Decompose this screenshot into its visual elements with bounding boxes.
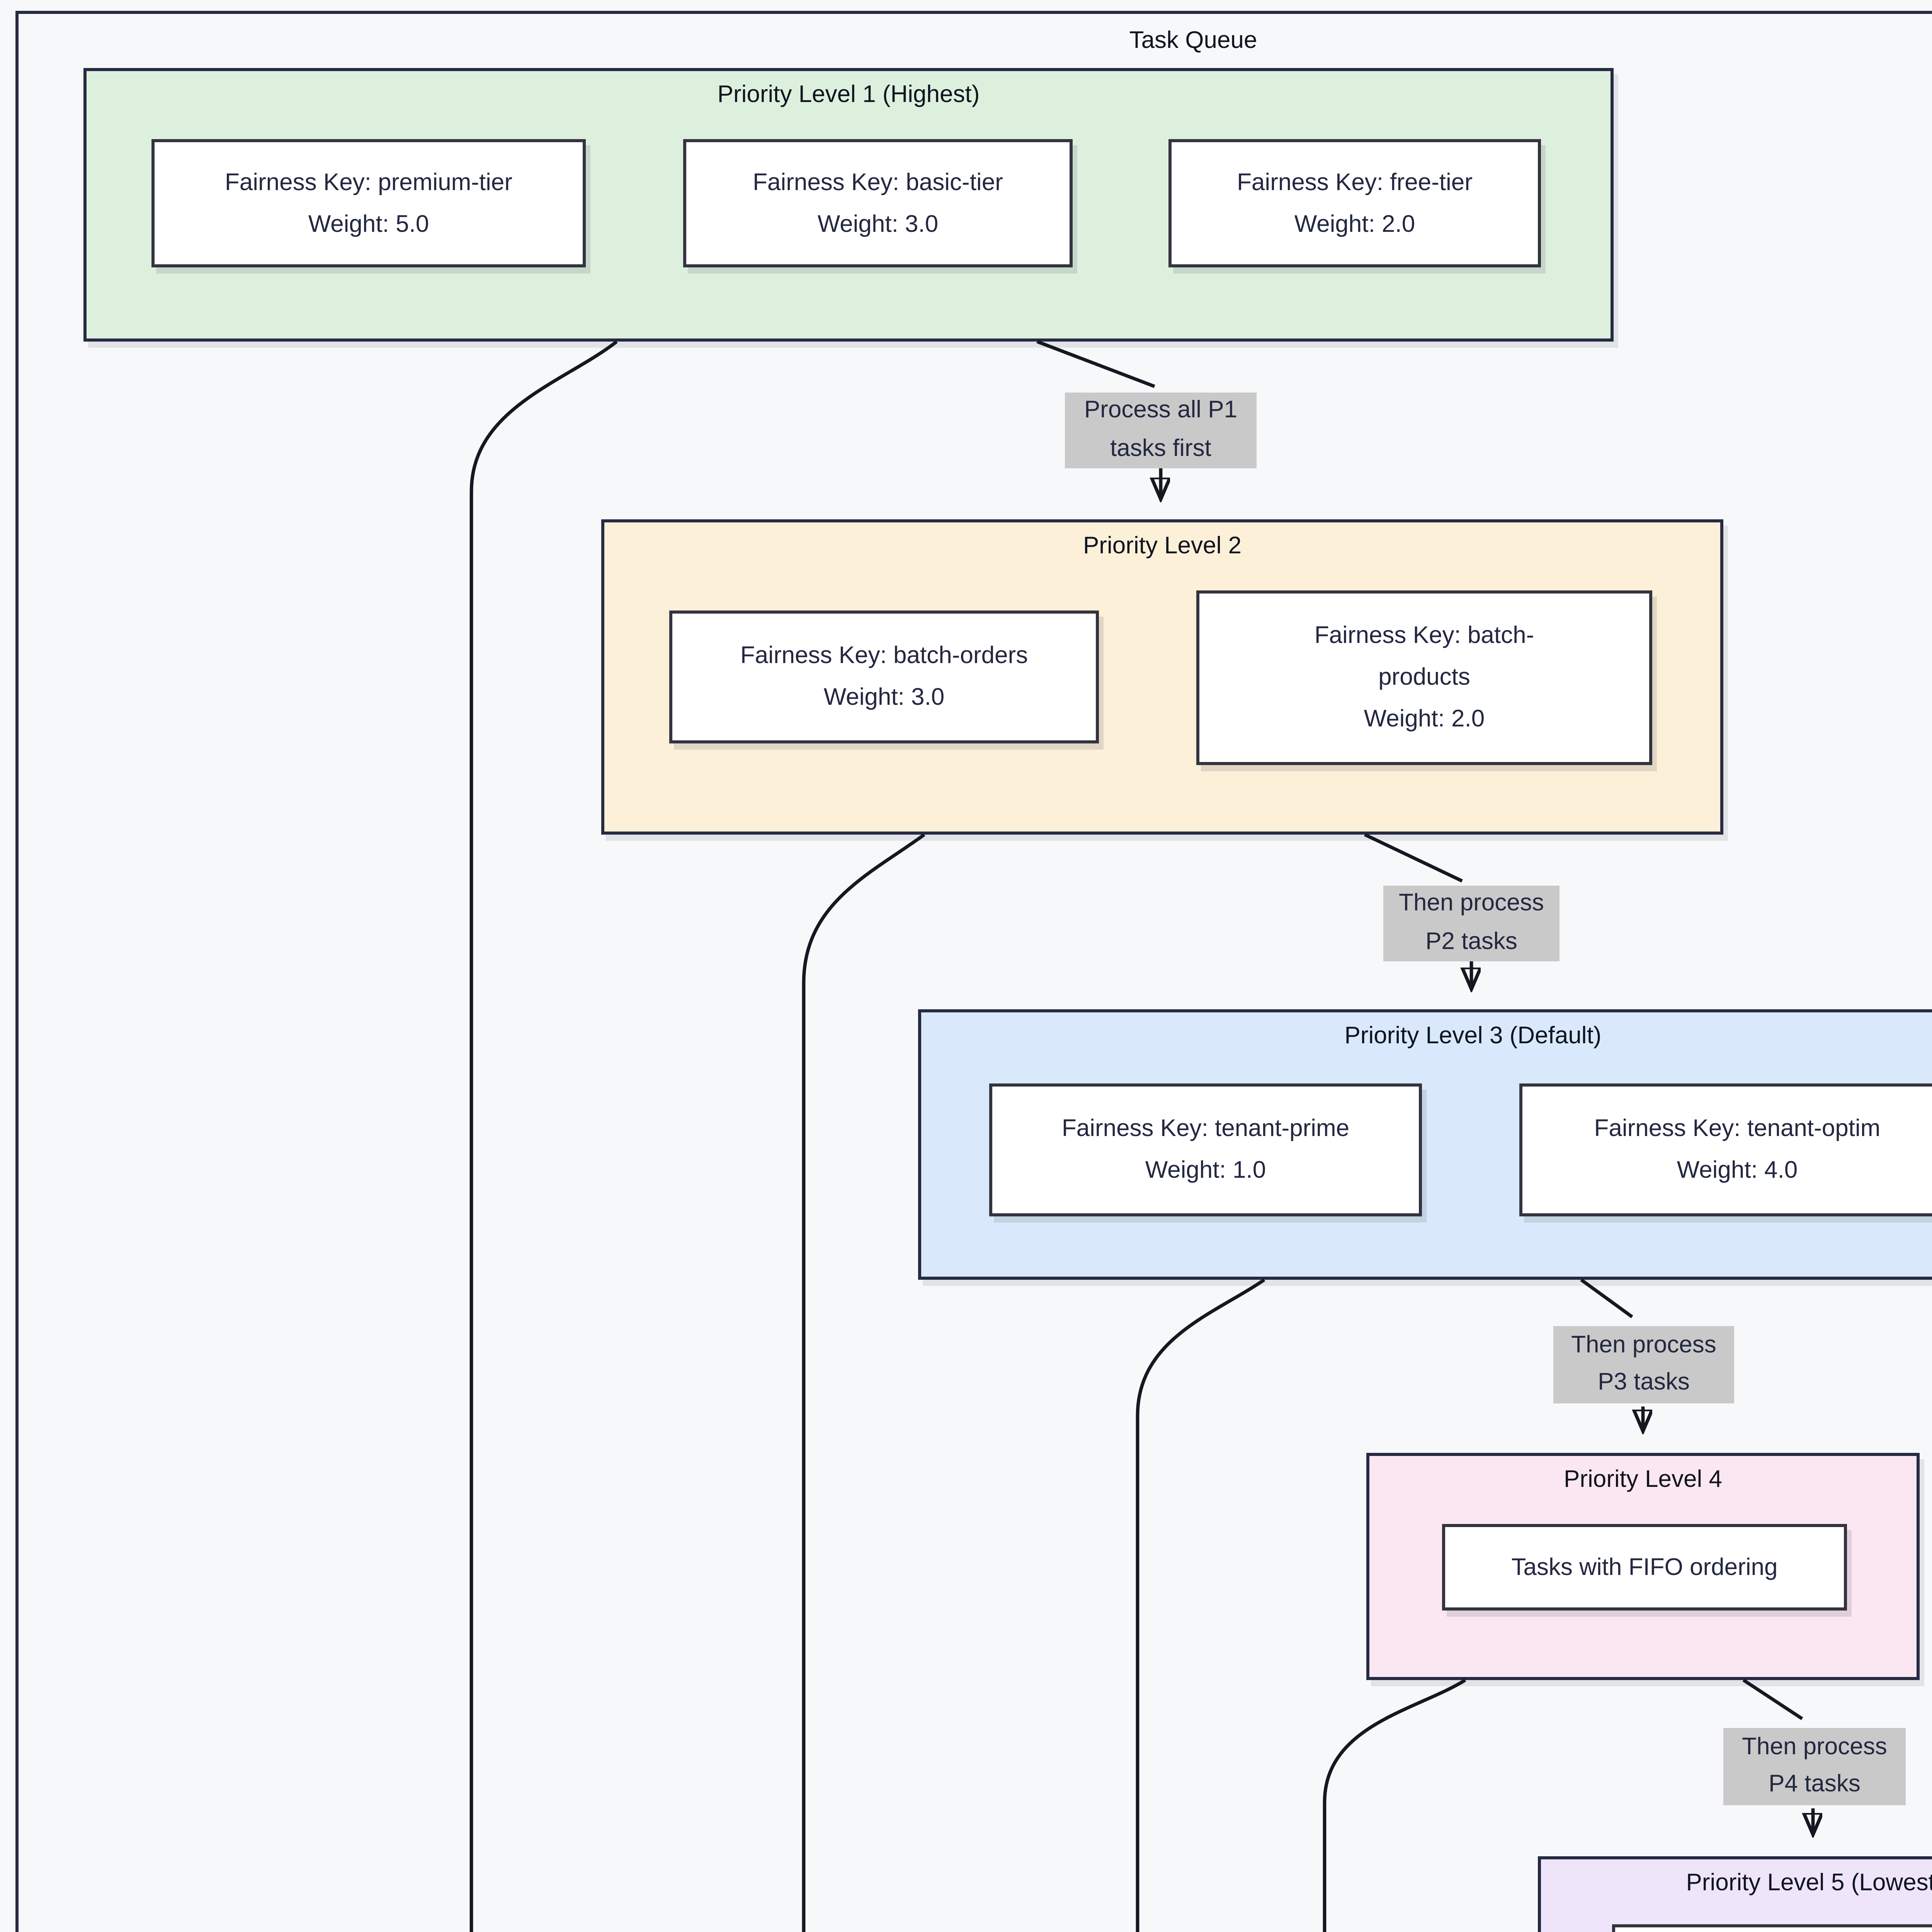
edge-label-process-p1: Process all P1 tasks first	[1065, 393, 1257, 468]
node-tenant-optim: Fairness Key: tenant-optim Weight: 4.0	[1519, 1083, 1932, 1216]
node-batch-orders: Fairness Key: batch-orders Weight: 3.0	[669, 611, 1099, 743]
node-free-tier: Fairness Key: free-tier Weight: 2.0	[1168, 139, 1541, 267]
node-tenant-prime: Fairness Key: tenant-prime Weight: 1.0	[989, 1083, 1422, 1216]
node-premium-tier: Fairness Key: premium-tier Weight: 5.0	[151, 139, 586, 267]
node-basic-tier: Fairness Key: basic-tier Weight: 3.0	[683, 139, 1073, 267]
priority-level-1-title: Priority Level 1 (Highest)	[717, 82, 980, 108]
task-queue-container: Task Queue	[15, 11, 1932, 1932]
priority-level-5-group: Priority Level 5 (Lowest)	[1538, 1856, 1932, 1932]
priority-level-2-title: Priority Level 2	[1083, 533, 1242, 560]
task-queue-title: Task Queue	[1129, 28, 1257, 54]
node-fifo-p5: Tasks with FIFO ordering	[1612, 1924, 1932, 1932]
priority-level-4-title: Priority Level 4	[1563, 1467, 1722, 1493]
edge-label-process-p3: Then process P3 tasks	[1553, 1326, 1734, 1403]
edge-label-process-p2: Then process P2 tasks	[1383, 886, 1560, 961]
priority-level-5-title: Priority Level 5 (Lowest)	[1686, 1870, 1932, 1896]
edge-label-process-p4: Then process P4 tasks	[1723, 1728, 1906, 1805]
priority-level-3-title: Priority Level 3 (Default)	[1344, 1023, 1602, 1049]
node-fifo-p4: Tasks with FIFO ordering	[1442, 1524, 1847, 1611]
node-batch-products: Fairness Key: batch- products Weight: 2.…	[1196, 590, 1652, 765]
